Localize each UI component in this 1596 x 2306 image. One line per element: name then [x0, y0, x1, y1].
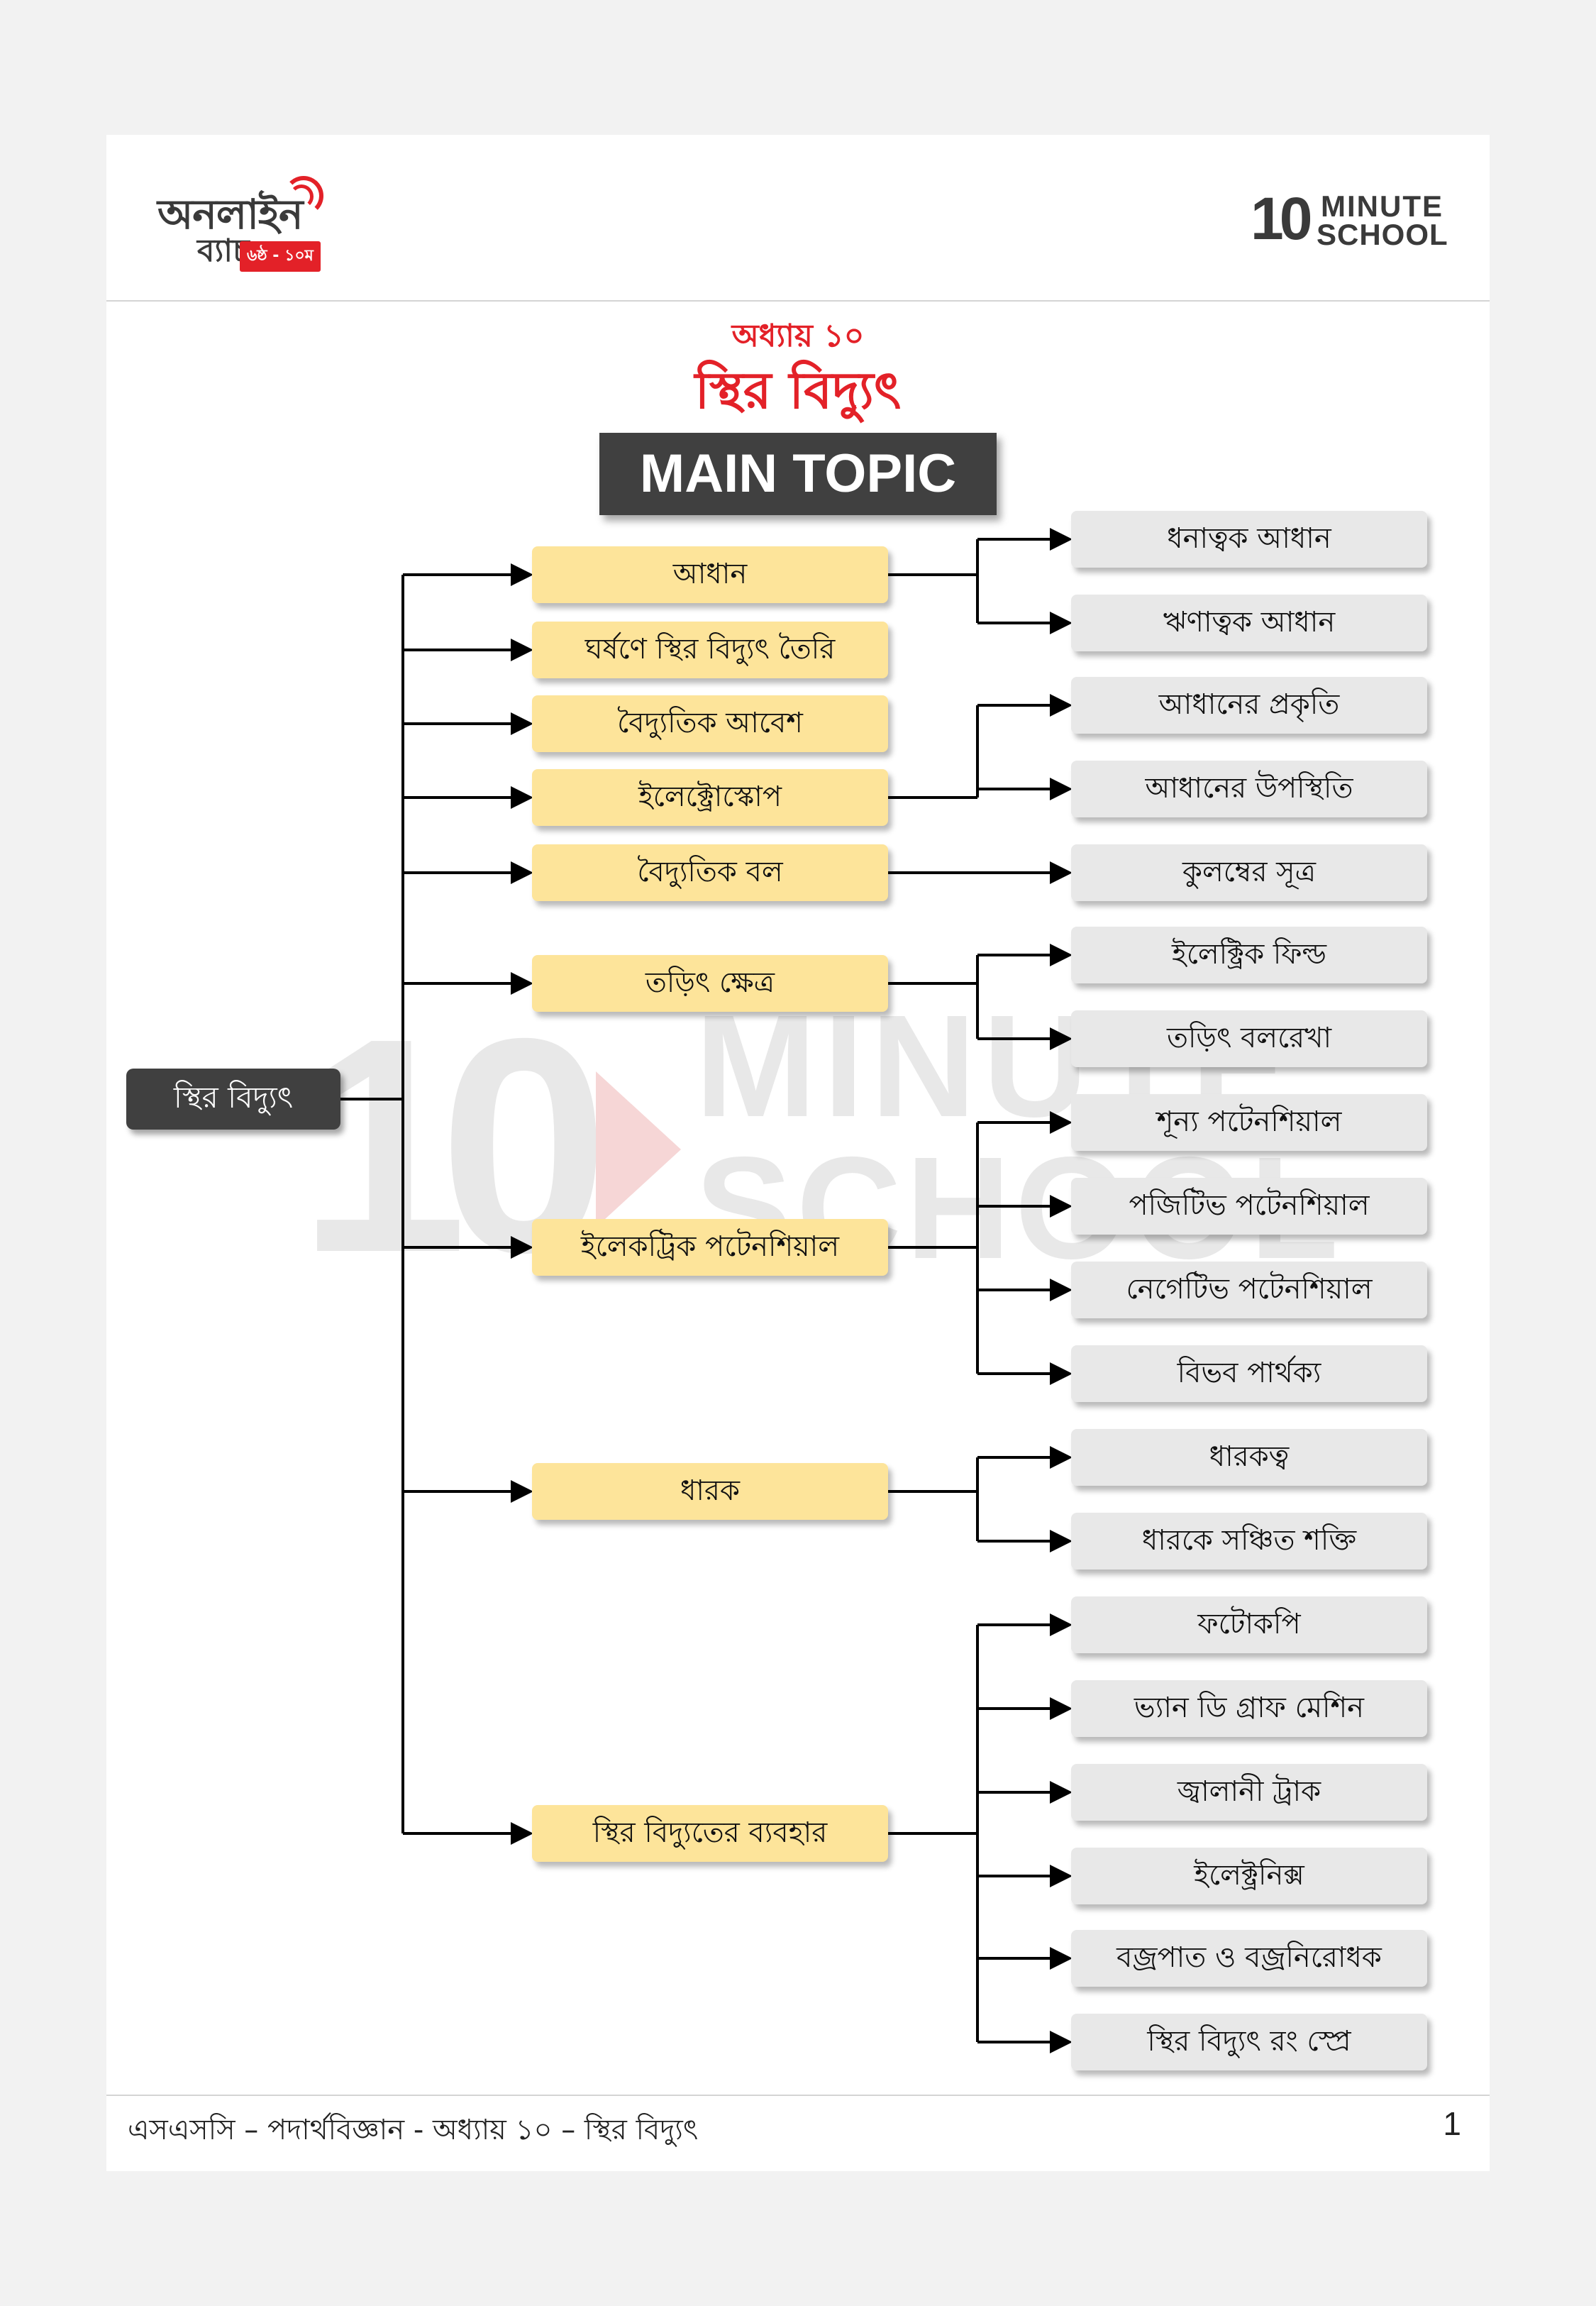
header-divider	[106, 300, 1490, 302]
subtopic-node: ধনাত্বক আধান	[1071, 511, 1427, 568]
subtopic-node: নেগেটিভ পটেনশিয়াল	[1071, 1262, 1427, 1318]
topic-node: ঘর্ষণে স্থির বিদ্যুৎ তৈরি	[532, 622, 888, 678]
signal-icon-inner	[289, 184, 314, 209]
page-number: 1	[1443, 2105, 1461, 2142]
topic-node: তড়িৎ ক্ষেত্র	[532, 955, 888, 1012]
brand-line1: MINUTE	[1321, 189, 1443, 223]
topic-node: বৈদ্যুতিক বল	[532, 844, 888, 901]
brand-number: 10	[1251, 185, 1312, 252]
topic-node: স্থির বিদ্যুতের ব্যবহার	[532, 1805, 888, 1862]
topic-node: বৈদ্যুতিক আবেশ	[532, 695, 888, 752]
subtopic-node: শূন্য পটেনশিয়াল	[1071, 1094, 1427, 1151]
subtopic-node: বজ্রপাত ও বজ্রনিরোধক	[1071, 1930, 1427, 1987]
chapter-title: স্থির বিদ্যুৎ	[694, 360, 902, 420]
subtopic-node: ভ্যান ডি গ্রাফ মেশিন	[1071, 1680, 1427, 1737]
subtopic-node: তড়িৎ বলরেখা	[1071, 1010, 1427, 1067]
subtopic-node: ঋণাত্বক আধান	[1071, 595, 1427, 651]
topic-node: আধান	[532, 546, 888, 603]
subtopic-node: ইলেক্ট্রনিক্স	[1071, 1848, 1427, 1904]
brand-line2: SCHOOL	[1317, 218, 1448, 251]
signal-icon	[284, 176, 323, 216]
watermark-arrow-icon	[596, 1071, 681, 1228]
main-topic-heading: MAIN TOPIC	[599, 433, 997, 515]
topic-node: ধারক	[532, 1463, 888, 1520]
subtopic-node: ধারকে সঞ্চিত শক্তি	[1071, 1513, 1427, 1569]
chapter-label: অধ্যায় ১০	[731, 318, 865, 354]
footer-divider	[106, 2095, 1490, 2096]
page: অনলাইন ব্যাচ ৬ষ্ঠ - ১০ম 10 MINUTE SCHOOL…	[106, 135, 1490, 2171]
subtopic-node: কুলম্বের সূত্র	[1071, 844, 1427, 901]
connector-lines	[340, 528, 1073, 2053]
subtopic-node: বিভব পার্থক্য	[1071, 1345, 1427, 1402]
subtopic-node: আধানের প্রকৃতি	[1071, 677, 1427, 734]
logo-badge: ৬ষ্ঠ - ১০ম	[240, 241, 321, 272]
subtopic-node: ইলেক্ট্রিক ফিল্ড	[1071, 927, 1427, 983]
subtopic-node: জ্বালানী ট্রাক	[1071, 1764, 1427, 1821]
subtopic-node: স্থির বিদ্যুৎ রং স্প্রে	[1071, 2014, 1427, 2070]
topic-node: ইলেক্ট্রোস্কোপ	[532, 769, 888, 826]
subtopic-node: ধারকত্ব	[1071, 1429, 1427, 1486]
topic-node: ইলেকট্রিক পটেনশিয়াল	[532, 1219, 888, 1276]
logo-main-text: অনলাইন	[157, 190, 304, 238]
subtopic-node: আধানের উপস্থিতি	[1071, 761, 1427, 817]
root-node: স্থির বিদ্যুৎ	[126, 1069, 340, 1130]
subtopic-node: ফটোকপি	[1071, 1596, 1427, 1653]
footer-text: এসএসসি – পদার্থবিজ্ঞান - অধ্যায় ১০ – স্…	[128, 2114, 699, 2146]
subtopic-node: পজিটিভ পটেনশিয়াল	[1071, 1178, 1427, 1235]
